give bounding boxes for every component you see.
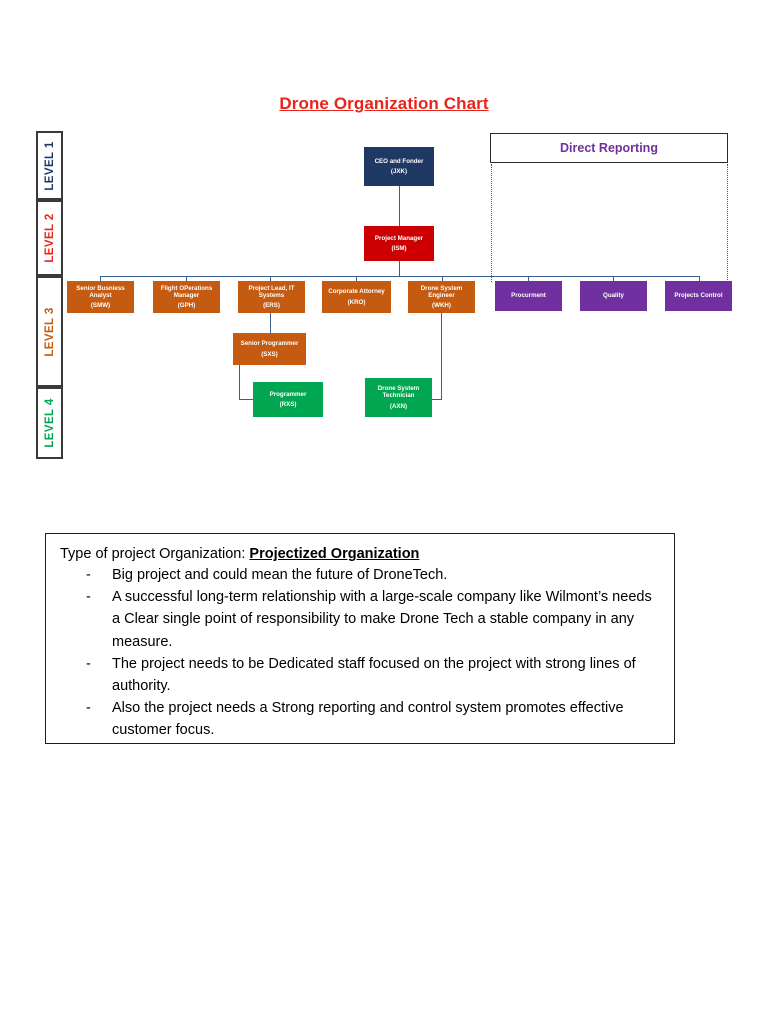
- list-item: - A successful long-term relationship wi…: [86, 586, 660, 653]
- connector-bus-to-procurment: [528, 276, 530, 282]
- node-senior-programmer-title: Senior Programmer: [240, 340, 299, 348]
- node-programmer[interactable]: Programmer (RXS): [253, 382, 323, 417]
- connector-bus-to-projects-control: [699, 276, 701, 282]
- node-quality[interactable]: Quality: [580, 281, 647, 311]
- node-procurment-title: Procurment: [511, 292, 546, 300]
- level-band-2-label: LEVEL 2: [43, 213, 56, 263]
- node-programmer-title: Programmer: [269, 390, 307, 398]
- connector-bus-to-senior-business-analyst: [100, 276, 102, 282]
- direct-reporting-dotted-line-left: [491, 164, 492, 282]
- connector-senior-programmer-drop: [239, 365, 241, 399]
- level-band-4-label: LEVEL 4: [43, 398, 56, 448]
- node-project-lead-it-systems-code: (ERS): [263, 302, 280, 310]
- node-flight-operations-manager-title: Flight OPerations Manager: [160, 284, 213, 299]
- direct-reporting-dotted-line-right: [727, 164, 728, 282]
- list-item-text: Also the project needs a Strong reportin…: [112, 700, 624, 739]
- legend-direct-reporting: Direct Reporting: [490, 133, 728, 163]
- connector-ceo-to-project-manager: [399, 186, 401, 226]
- bullet-dash: -: [86, 589, 91, 606]
- node-corporate-attorney-code: (KRO): [347, 298, 366, 306]
- connector-bus-to-project-lead-it-systems: [270, 276, 272, 282]
- node-senior-programmer-code: (SXS): [261, 350, 278, 358]
- notes-panel: Type of project Organization: Projectize…: [45, 533, 675, 744]
- connector-senior-programmer-to-programmer: [239, 399, 254, 401]
- node-senior-programmer[interactable]: Senior Programmer (SXS): [233, 333, 306, 365]
- node-senior-business-analyst[interactable]: Senior Busniess Analyst (SMW): [67, 281, 134, 313]
- node-procurment[interactable]: Procurment: [495, 281, 562, 311]
- level-band-1: LEVEL 1: [36, 131, 63, 200]
- notes-heading-lead: Type of project Organization:: [60, 546, 250, 562]
- connector-bus-to-corporate-attorney: [356, 276, 358, 282]
- bullet-dash: -: [86, 567, 91, 583]
- node-senior-business-analyst-code: (SMW): [90, 302, 111, 310]
- node-corporate-attorney[interactable]: Corporate Attorney (KRO): [322, 281, 391, 313]
- node-project-lead-it-systems-title: Project Lead, IT Systems: [248, 284, 295, 299]
- node-project-manager[interactable]: Project Manager (ISM): [364, 226, 434, 261]
- connector-drone-system-engineer-drop: [441, 313, 443, 400]
- connector-drone-engineer-to-technician: [427, 399, 442, 401]
- notes-heading: Type of project Organization: Projectize…: [60, 546, 660, 562]
- level-band-3-label: LEVEL 3: [43, 306, 56, 357]
- level-band-4: LEVEL 4: [36, 387, 63, 459]
- list-item: - The project needs to be Dedicated staf…: [86, 653, 660, 697]
- connector-bus-to-flight-operations-manager: [186, 276, 188, 282]
- level-band-1-label: LEVEL 1: [43, 140, 56, 191]
- node-projects-control-title: Projects Control: [674, 292, 723, 300]
- connector-level3-bus: [100, 276, 700, 278]
- node-flight-operations-manager[interactable]: Flight OPerations Manager (GPH): [153, 281, 220, 313]
- node-corporate-attorney-title: Corporate Attorney: [328, 288, 385, 296]
- node-drone-system-engineer-code: (WKH): [432, 302, 451, 310]
- node-senior-business-analyst-title: Senior Busniess Analyst: [76, 284, 125, 299]
- node-drone-system-technician-code: (AXN): [389, 402, 408, 410]
- level-band-2: LEVEL 2: [36, 200, 63, 276]
- notes-heading-emphasis: Projectized Organization: [249, 546, 420, 562]
- legend-label: Direct Reporting: [560, 141, 658, 155]
- node-drone-system-engineer[interactable]: Drone System Engineer (WKH): [408, 281, 475, 313]
- level-band-3: LEVEL 3: [36, 276, 63, 387]
- notes-list: - Big project and could mean the future …: [60, 564, 660, 741]
- list-item-text: The project needs to be Dedicated staff …: [112, 655, 636, 694]
- connector-project-manager-stem: [399, 261, 401, 277]
- node-ceo-code: (JXK): [390, 168, 408, 175]
- node-ceo[interactable]: CEO and Fonder (JXK): [364, 147, 434, 186]
- bullet-dash: -: [86, 655, 91, 672]
- connector-project-lead-to-senior-programmer: [270, 313, 272, 333]
- list-item: - Also the project needs a Strong report…: [86, 697, 660, 741]
- bullet-dash: -: [86, 700, 91, 717]
- node-project-manager-title: Project Manager: [374, 234, 424, 242]
- list-item: - Big project and could mean the future …: [86, 564, 660, 586]
- node-ceo-title: CEO and Fonder: [374, 157, 424, 165]
- node-project-manager-code: (ISM): [391, 245, 407, 252]
- node-quality-title: Quality: [603, 292, 624, 300]
- node-projects-control[interactable]: Projects Control: [665, 281, 732, 311]
- list-item-text: Big project and could mean the future of…: [112, 567, 448, 583]
- connector-bus-to-quality: [613, 276, 615, 282]
- node-programmer-code: (RXS): [279, 401, 297, 408]
- node-flight-operations-manager-code: (GPH): [177, 302, 196, 310]
- list-item-text: A successful long-term relationship with…: [112, 589, 652, 650]
- node-project-lead-it-systems[interactable]: Project Lead, IT Systems (ERS): [238, 281, 305, 313]
- node-drone-system-technician-title: Drone System Technician: [377, 385, 420, 400]
- connector-bus-to-drone-system-engineer: [442, 276, 444, 282]
- page-title: Drone Organization Chart: [279, 94, 489, 113]
- node-drone-system-engineer-title: Drone System Engineer: [420, 284, 463, 299]
- node-drone-system-technician[interactable]: Drone System Technician (AXN): [365, 378, 432, 417]
